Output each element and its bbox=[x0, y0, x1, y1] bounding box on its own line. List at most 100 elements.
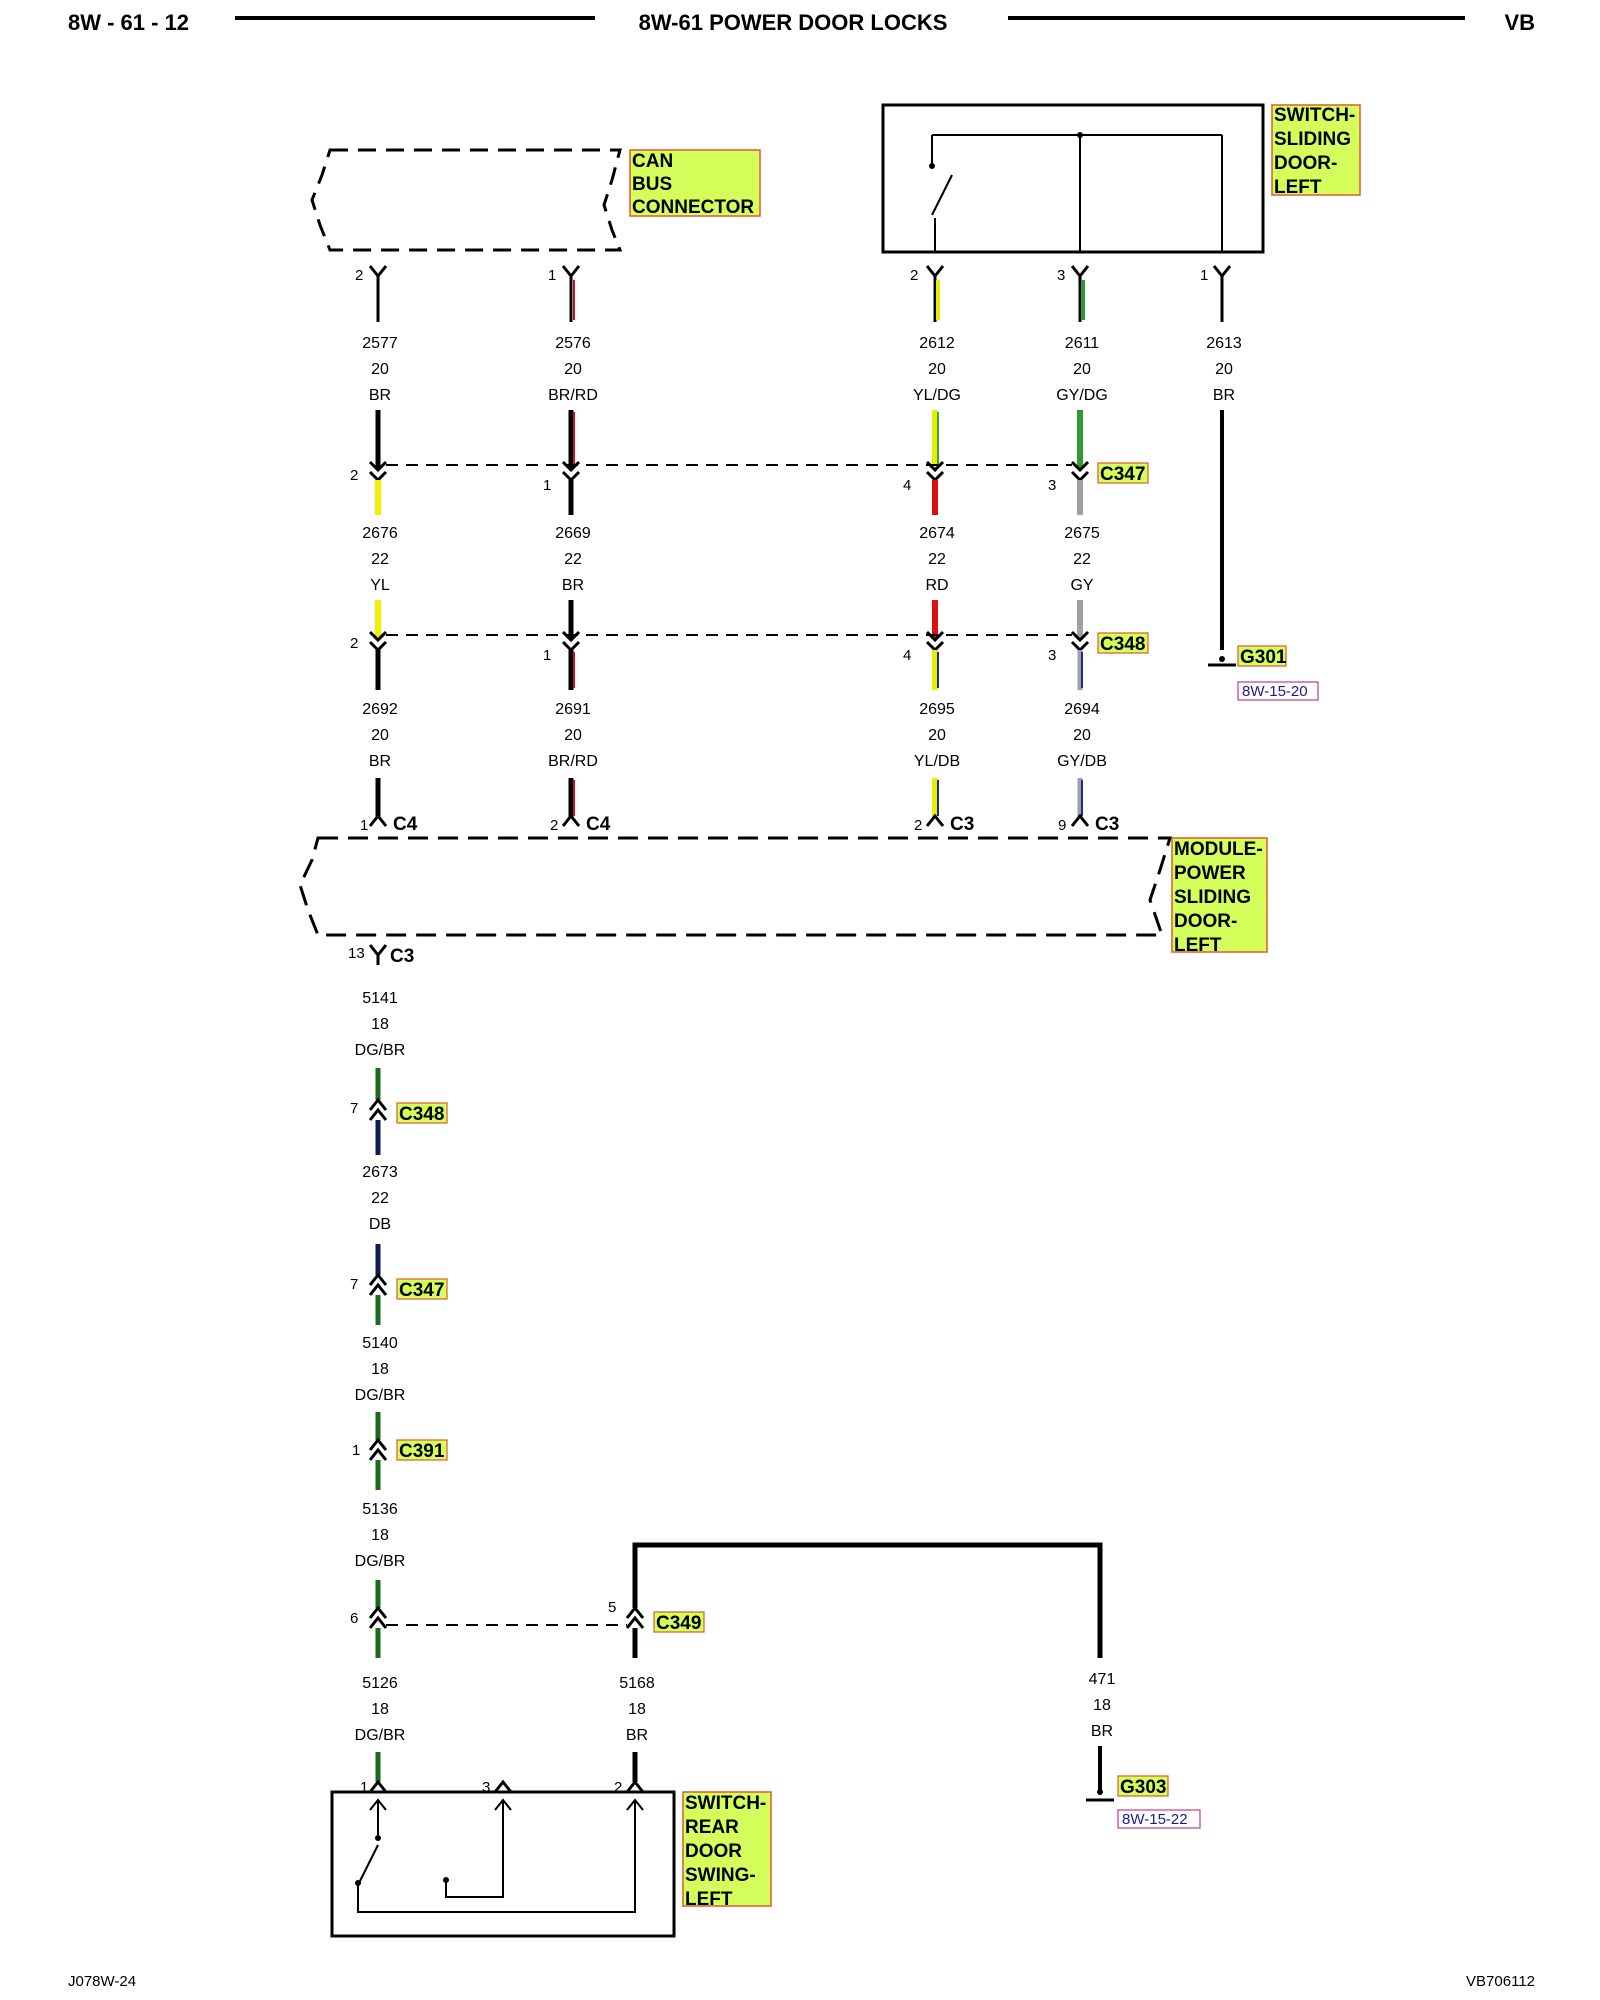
svg-text:7: 7 bbox=[350, 1100, 358, 1117]
svg-text:GY: GY bbox=[1070, 577, 1093, 594]
svg-text:20: 20 bbox=[1073, 727, 1091, 744]
svg-text:DOOR: DOOR bbox=[685, 1841, 742, 1862]
pin-label: 3 bbox=[1057, 267, 1065, 284]
svg-text:DG/BR: DG/BR bbox=[355, 1553, 406, 1570]
svg-text:SLIDING: SLIDING bbox=[1274, 129, 1351, 150]
svg-text:YL/DB: YL/DB bbox=[914, 753, 960, 770]
switch-rear-door-swing-left bbox=[330, 1779, 676, 1938]
svg-text:CONNECTOR: CONNECTOR bbox=[632, 197, 754, 218]
svg-text:2613: 2613 bbox=[1206, 335, 1242, 352]
wire-2695: 2695 20 YL/DB bbox=[914, 650, 960, 818]
svg-text:22: 22 bbox=[1073, 551, 1091, 568]
svg-text:DOOR-: DOOR- bbox=[1274, 153, 1337, 174]
svg-text:C3: C3 bbox=[390, 946, 414, 967]
svg-text:1: 1 bbox=[543, 647, 551, 664]
svg-text:2: 2 bbox=[350, 635, 358, 652]
svg-text:6: 6 bbox=[350, 1610, 358, 1627]
svg-text:20: 20 bbox=[1215, 361, 1233, 378]
svg-text:C347: C347 bbox=[399, 1280, 444, 1301]
wire-5168: 5168 18 BR bbox=[619, 1542, 1103, 1782]
svg-text:3: 3 bbox=[1048, 647, 1056, 664]
pin-label: 2 bbox=[910, 267, 918, 284]
svg-text:BR/RD: BR/RD bbox=[548, 753, 598, 770]
svg-text:SWITCH-: SWITCH- bbox=[1274, 105, 1355, 126]
footer-right: VB706112 bbox=[1466, 1973, 1535, 1990]
connector-c348-lower: 7 C348 bbox=[350, 1097, 448, 1125]
wire-2612: 2612 20 YL/DG bbox=[913, 265, 961, 468]
svg-text:18: 18 bbox=[371, 1361, 389, 1378]
svg-text:GY/DG: GY/DG bbox=[1056, 387, 1108, 404]
svg-text:4: 4 bbox=[903, 647, 911, 664]
svg-text:RD: RD bbox=[925, 577, 948, 594]
svg-text:1: 1 bbox=[352, 1442, 360, 1459]
page-title: 8W-61 POWER DOOR LOCKS bbox=[639, 10, 948, 35]
svg-text:DOOR-: DOOR- bbox=[1174, 911, 1237, 932]
svg-text:C4: C4 bbox=[393, 814, 418, 835]
svg-text:13: 13 bbox=[348, 945, 365, 962]
svg-text:8W-15-20: 8W-15-20 bbox=[1242, 683, 1308, 700]
svg-text:2612: 2612 bbox=[919, 335, 955, 352]
pin-label: 2 bbox=[614, 1779, 622, 1796]
svg-text:SWITCH-: SWITCH- bbox=[685, 1793, 766, 1814]
svg-text:C391: C391 bbox=[399, 1441, 445, 1462]
svg-text:2577: 2577 bbox=[362, 335, 398, 352]
svg-text:MODULE-: MODULE- bbox=[1174, 839, 1263, 860]
svg-text:C348: C348 bbox=[1100, 634, 1145, 655]
svg-text:20: 20 bbox=[371, 727, 389, 744]
wire-2577: 2577 20 BR bbox=[362, 265, 398, 468]
wire-2691: 2691 20 BR/RD bbox=[548, 650, 598, 818]
switch-rear-label: SWITCH- REAR DOOR SWING- LEFT bbox=[682, 1791, 772, 1910]
svg-text:22: 22 bbox=[564, 551, 582, 568]
wire-2694: 2694 20 GY/DB bbox=[1057, 650, 1107, 818]
wire-2675: 2675 22 GY bbox=[1064, 480, 1100, 638]
wire-2674: 2674 22 RD bbox=[919, 480, 955, 638]
connector-c391: 1 C391 bbox=[352, 1437, 448, 1462]
pin-label: 3 bbox=[482, 1779, 490, 1796]
svg-text:DG/BR: DG/BR bbox=[355, 1387, 406, 1404]
module-label: MODULE- POWER SLIDING DOOR- LEFT bbox=[1171, 837, 1268, 956]
wire-2692: 2692 20 BR bbox=[362, 650, 398, 818]
svg-text:2: 2 bbox=[914, 817, 922, 834]
svg-text:2576: 2576 bbox=[555, 335, 591, 352]
svg-text:9: 9 bbox=[1058, 817, 1066, 834]
wire-471: 471 18 BR bbox=[1089, 1671, 1116, 1790]
svg-text:BR/RD: BR/RD bbox=[548, 387, 598, 404]
svg-text:5140: 5140 bbox=[362, 1335, 398, 1352]
svg-text:2694: 2694 bbox=[1064, 701, 1100, 718]
svg-text:1: 1 bbox=[543, 477, 551, 494]
svg-text:2: 2 bbox=[350, 467, 358, 484]
svg-text:2695: 2695 bbox=[919, 701, 955, 718]
module-power-sliding-door: 1 C4 2 C4 2 C3 9 C3 13 C3 bbox=[298, 813, 1173, 967]
svg-text:2611: 2611 bbox=[1065, 335, 1100, 352]
svg-text:471: 471 bbox=[1089, 1671, 1116, 1688]
svg-text:BR: BR bbox=[369, 753, 391, 770]
svg-text:BR: BR bbox=[369, 387, 391, 404]
svg-text:G303: G303 bbox=[1120, 1777, 1166, 1798]
svg-text:CAN: CAN bbox=[632, 151, 673, 172]
svg-text:DG/BR: DG/BR bbox=[355, 1042, 406, 1059]
svg-text:DG/BR: DG/BR bbox=[355, 1727, 406, 1744]
svg-text:LEFT: LEFT bbox=[685, 1889, 733, 1910]
wire-2613: 2613 20 BR bbox=[1206, 265, 1242, 650]
svg-text:4: 4 bbox=[903, 477, 911, 494]
svg-text:C4: C4 bbox=[586, 814, 611, 835]
svg-text:1: 1 bbox=[360, 817, 368, 834]
svg-text:5126: 5126 bbox=[362, 1675, 398, 1692]
can-bus-label: CAN BUS CONNECTOR bbox=[629, 149, 761, 218]
svg-text:BR: BR bbox=[1213, 387, 1235, 404]
svg-text:LEFT: LEFT bbox=[1274, 177, 1322, 198]
svg-text:GY/DB: GY/DB bbox=[1057, 753, 1107, 770]
footer-left: J078W-24 bbox=[68, 1973, 136, 1990]
svg-text:20: 20 bbox=[564, 361, 582, 378]
svg-text:20: 20 bbox=[928, 361, 946, 378]
svg-text:POWER: POWER bbox=[1174, 863, 1246, 884]
svg-text:18: 18 bbox=[371, 1016, 389, 1033]
svg-text:20: 20 bbox=[1073, 361, 1091, 378]
wire-2669: 2669 22 BR bbox=[555, 480, 591, 638]
svg-text:5136: 5136 bbox=[362, 1501, 398, 1518]
svg-text:5: 5 bbox=[608, 1599, 616, 1616]
svg-text:18: 18 bbox=[628, 1701, 646, 1718]
can-bus-connector bbox=[310, 148, 623, 252]
svg-text:C348: C348 bbox=[399, 1104, 444, 1125]
